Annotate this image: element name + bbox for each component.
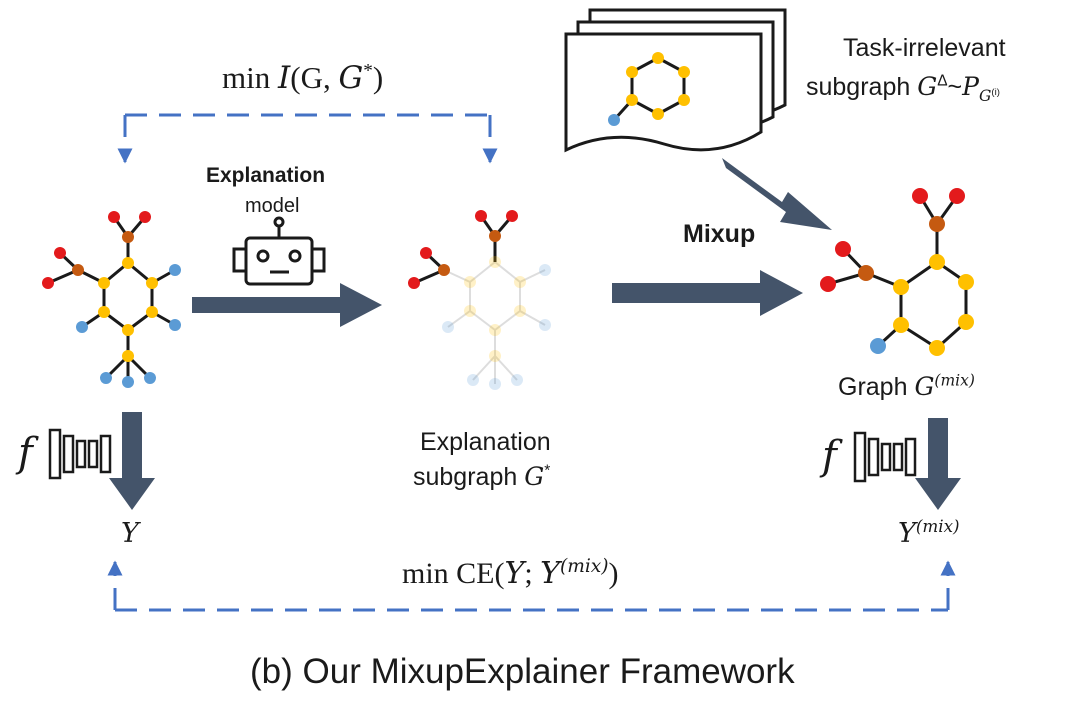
graph-node [108, 211, 120, 223]
figure-caption: (b) Our MixupExplainer Framework [250, 652, 795, 691]
bottom-constraint-label: min CE(Y; Y(mix)) [402, 556, 619, 591]
task-irrelevant-label-line1: Task-irrelevant [843, 34, 1006, 62]
graph-node [678, 94, 690, 106]
graph-node [169, 264, 181, 276]
graph-node [652, 52, 664, 64]
graph-node [122, 324, 134, 336]
graph-node [139, 211, 151, 223]
graph-node [489, 378, 501, 390]
graph-node [169, 319, 181, 331]
graph-edge [494, 261, 521, 283]
graph-node [958, 274, 974, 290]
explanation-subgraph-label-line1: Explanation [420, 428, 551, 456]
graph-node [464, 276, 476, 288]
output-right-label: Y(mix) [898, 516, 960, 549]
graph-node [929, 254, 945, 270]
graph-edge [519, 269, 546, 283]
mixup-graph [820, 188, 974, 356]
graph-node [489, 230, 501, 242]
input-graph [42, 211, 181, 388]
arrow-to-explanation-subgraph [192, 283, 382, 327]
graph-node [442, 321, 454, 333]
graph-node [511, 374, 523, 386]
graph-node [514, 305, 526, 317]
predictor-icon-right [853, 431, 917, 483]
predictor-symbol-right: f [822, 433, 837, 479]
arrow-right-predict [915, 418, 961, 510]
graph-node [122, 376, 134, 388]
task-irrelevant-document-stack [564, 8, 787, 153]
arrow-stack-to-graph [722, 158, 832, 230]
graph-node [489, 256, 501, 268]
graph-node [608, 114, 620, 126]
top-constraint-label: min I(G, G*) [222, 60, 384, 96]
explanation-subgraph-label-line2: subgraph G* [413, 462, 551, 491]
graph-node [464, 305, 476, 317]
graph-node [893, 279, 909, 295]
explanation-subgraph-graph [408, 210, 551, 390]
graph-node [72, 264, 84, 276]
graph-node [146, 306, 158, 318]
graph-node [949, 188, 965, 204]
graph-node [539, 319, 551, 331]
graph-node [506, 210, 518, 222]
graph-node [42, 277, 54, 289]
bottom-dashed-connector [107, 560, 956, 612]
task-irrelevant-label-line2: subgraph GΔ~PG(i) [806, 72, 1000, 105]
graph-edge [469, 261, 496, 283]
graph-node [467, 374, 479, 386]
graph-node [98, 306, 110, 318]
graph-node [870, 338, 886, 354]
graph-node [420, 247, 432, 259]
graph-node [514, 276, 526, 288]
arrow-left-predict [109, 412, 155, 510]
graph-edge [494, 310, 521, 331]
block-arrows [109, 158, 961, 510]
graph-node [122, 350, 134, 362]
graph-node [539, 264, 551, 276]
predictor-symbol-left: f [18, 430, 33, 476]
graph-node [144, 372, 156, 384]
graph-node [820, 276, 836, 292]
graph-node [438, 264, 450, 276]
document-subgraph [608, 52, 690, 126]
top-dashed-connector [117, 113, 498, 164]
graph-node [100, 372, 112, 384]
graph-node [929, 340, 945, 356]
graph-node [475, 210, 487, 222]
explanation-model-title: Explanation [206, 164, 326, 187]
graph-node [958, 314, 974, 330]
graph-node [122, 257, 134, 269]
graph-node [489, 324, 501, 336]
graph-node [122, 231, 134, 243]
graph-node [408, 277, 420, 289]
graph-edge [472, 355, 496, 381]
arrow-mixup [612, 270, 803, 316]
graph-edge [494, 355, 518, 381]
graph-edge [469, 310, 496, 331]
graph-node [893, 317, 909, 333]
graph-node [678, 66, 690, 78]
graph-node [54, 247, 66, 259]
graph-node [76, 321, 88, 333]
graph-edge [519, 310, 546, 326]
graph-node [626, 94, 638, 106]
mixup-label: Mixup [683, 220, 756, 248]
explanation-model-subtitle: model [245, 195, 300, 217]
graph-node [146, 277, 158, 289]
graph-node [858, 265, 874, 281]
graph-node [912, 188, 928, 204]
graph-node [929, 216, 945, 232]
graph-mix-label: Graph G(mix) [838, 371, 975, 401]
graph-edge [447, 310, 471, 328]
predictor-icon-left [48, 428, 112, 480]
output-left-label: Y [121, 518, 139, 549]
graph-node [489, 350, 501, 362]
graph-node [835, 241, 851, 257]
graph-node [652, 108, 664, 120]
graph-node [626, 66, 638, 78]
robot-icon [232, 216, 326, 286]
graph-node [98, 277, 110, 289]
